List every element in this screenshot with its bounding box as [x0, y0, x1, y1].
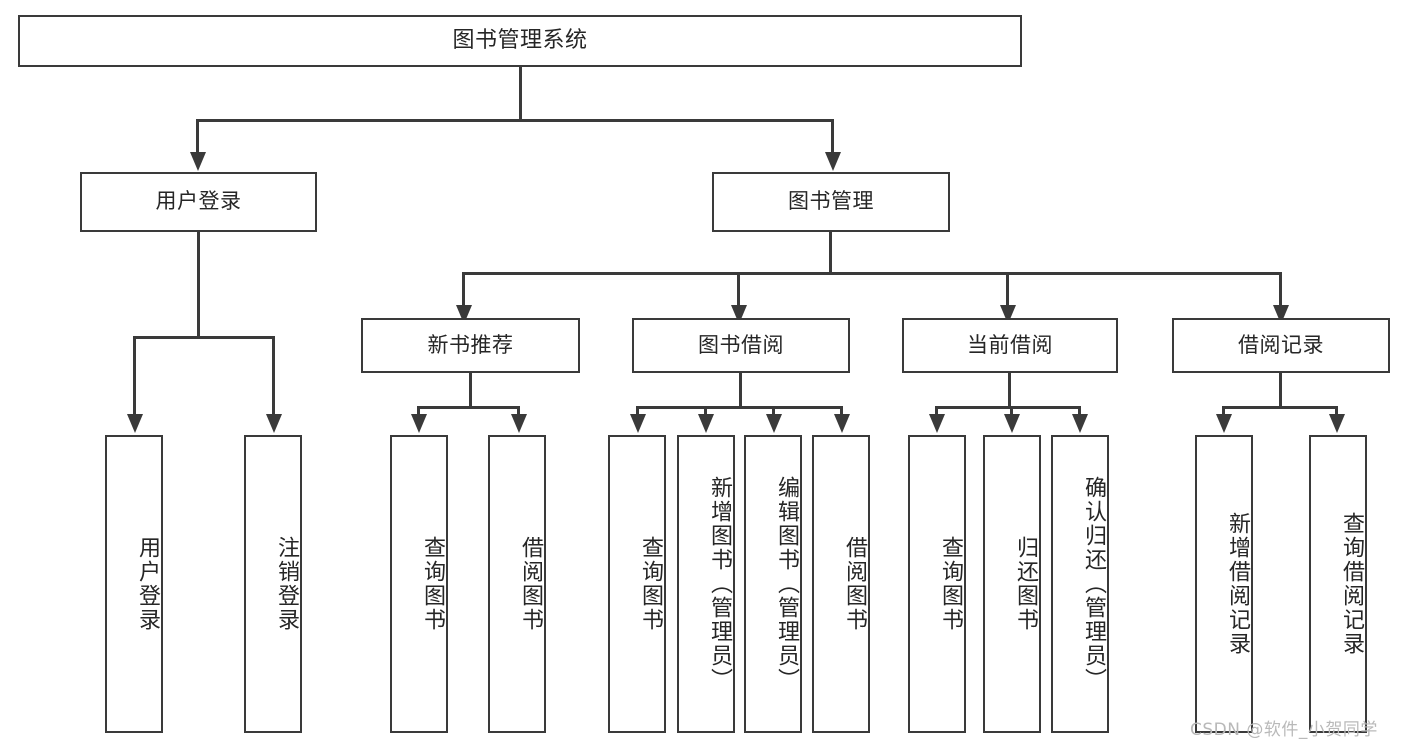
node-label: 用户登录: [155, 189, 242, 214]
edge-bm-to-book-borrow: [737, 272, 740, 308]
edge-borrow-record-to-leaf-1: [1335, 406, 1338, 418]
node-new-book-recommend[interactable]: 新书推荐: [361, 318, 580, 373]
leaf-borrow-record-1[interactable]: 查询借阅记录: [1309, 435, 1367, 733]
edge-book-borrow-to-leaf-0: [636, 406, 639, 418]
edge-new-book-bus: [417, 406, 520, 409]
edge-current-borrow-to-leaf-0: [935, 406, 938, 418]
node-label: 新增图书（管理员）: [707, 476, 732, 692]
arrow-current-borrow-to-leaf-0: [929, 414, 945, 433]
node-label: 借阅图书: [842, 536, 867, 632]
node-root-book-management-system[interactable]: 图书管理系统: [18, 15, 1022, 67]
edge-book-management-stem: [829, 232, 832, 272]
leaf-current-borrow-1[interactable]: 归还图书: [983, 435, 1041, 733]
leaf-book-borrow-3[interactable]: 借阅图书: [812, 435, 870, 733]
edge-borrow-record-stem: [1279, 373, 1282, 406]
leaf-current-borrow-2[interactable]: 确认归还（管理员）: [1051, 435, 1109, 733]
edge-new-book-stem: [469, 373, 472, 406]
leaf-book-borrow-0[interactable]: 查询图书: [608, 435, 666, 733]
edge-root-bus: [196, 119, 834, 122]
edge-user-login-to-leaf-1: [272, 336, 275, 416]
node-label: 查询图书: [938, 536, 963, 632]
node-current-borrow[interactable]: 当前借阅: [902, 318, 1118, 373]
watermark-csdn: CSDN @软件_小贺同学: [1190, 715, 1378, 740]
edge-borrow-record-to-leaf-0: [1222, 406, 1225, 418]
edge-book-borrow-to-leaf-3: [840, 406, 843, 418]
arrow-book-borrow-to-leaf-3: [834, 414, 850, 433]
edge-user-login-bus: [133, 336, 275, 339]
arrow-book-borrow-to-leaf-0: [630, 414, 646, 433]
edge-new-book-to-leaf-0: [417, 406, 420, 418]
leaf-new-book-recommend-0[interactable]: 查询图书: [390, 435, 448, 733]
arrow-borrow-record-to-leaf-1: [1329, 414, 1345, 433]
arrow-new-book-to-leaf-0: [411, 414, 427, 433]
edge-current-borrow-to-leaf-2: [1078, 406, 1081, 418]
node-label: 编辑图书（管理员）: [774, 476, 799, 692]
leaf-user-login-1[interactable]: 注销登录: [244, 435, 302, 733]
node-label: 归还图书: [1013, 536, 1038, 632]
arrow-user-login-to-leaf-1: [266, 414, 282, 433]
edge-new-book-to-leaf-1: [517, 406, 520, 418]
leaf-book-borrow-1[interactable]: 新增图书（管理员）: [677, 435, 735, 733]
edge-current-borrow-to-leaf-1: [1010, 406, 1013, 418]
edge-root-stem: [519, 67, 522, 119]
edge-root-to-user-login: [196, 119, 199, 155]
node-borrow-record[interactable]: 借阅记录: [1172, 318, 1390, 373]
watermark-text: CSDN @软件_小贺同学: [1190, 720, 1378, 740]
leaf-borrow-record-0[interactable]: 新增借阅记录: [1195, 435, 1253, 733]
edge-root-to-book-management: [831, 119, 834, 155]
edge-borrow-record-bus: [1222, 406, 1338, 409]
edge-current-borrow-stem: [1008, 373, 1011, 406]
node-label: 借阅记录: [1238, 332, 1324, 357]
edge-current-borrow-bus: [935, 406, 1081, 409]
arrow-root-to-book-management: [825, 152, 841, 171]
node-user-login[interactable]: 用户登录: [80, 172, 317, 232]
arrow-book-borrow-to-leaf-1: [698, 414, 714, 433]
edge-bm-to-new-book: [462, 272, 465, 308]
node-label: 确认归还（管理员）: [1081, 476, 1106, 692]
node-label: 查询图书: [638, 536, 663, 632]
node-label: 图书管理: [788, 189, 874, 214]
node-label: 借阅图书: [518, 536, 543, 632]
edge-bm-to-current-borrow: [1006, 272, 1009, 308]
arrow-borrow-record-to-leaf-0: [1216, 414, 1232, 433]
edge-user-login-to-leaf-0: [133, 336, 136, 416]
leaf-user-login-0[interactable]: 用户登录: [105, 435, 163, 733]
leaf-current-borrow-0[interactable]: 查询图书: [908, 435, 966, 733]
arrow-current-borrow-to-leaf-1: [1004, 414, 1020, 433]
node-label: 用户登录: [135, 536, 160, 632]
arrow-root-to-user-login: [190, 152, 206, 171]
arrow-user-login-to-leaf-0: [127, 414, 143, 433]
leaf-book-borrow-2[interactable]: 编辑图书（管理员）: [744, 435, 802, 733]
node-label: 新书推荐: [427, 332, 514, 357]
edge-book-borrow-to-leaf-1: [704, 406, 707, 418]
node-book-management[interactable]: 图书管理: [712, 172, 950, 232]
edge-book-borrow-stem: [739, 373, 742, 406]
node-label: 查询图书: [420, 536, 445, 632]
edge-book-borrow-bus: [636, 406, 842, 409]
node-label: 查询借阅记录: [1339, 512, 1364, 656]
node-book-borrow[interactable]: 图书借阅: [632, 318, 850, 373]
node-label: 当前借阅: [967, 332, 1053, 357]
node-label: 图书管理系统: [452, 27, 588, 53]
node-label: 注销登录: [274, 536, 299, 632]
edge-book-management-bus: [462, 272, 1282, 275]
leaf-new-book-recommend-1[interactable]: 借阅图书: [488, 435, 546, 733]
arrow-book-borrow-to-leaf-2: [766, 414, 782, 433]
edge-user-login-stem: [197, 232, 200, 336]
edge-book-borrow-to-leaf-2: [772, 406, 775, 418]
arrow-new-book-to-leaf-1: [511, 414, 527, 433]
edge-bm-to-borrow-record: [1279, 272, 1282, 308]
node-label: 新增借阅记录: [1225, 512, 1250, 656]
arrow-current-borrow-to-leaf-2: [1072, 414, 1088, 433]
node-label: 图书借阅: [698, 332, 784, 357]
